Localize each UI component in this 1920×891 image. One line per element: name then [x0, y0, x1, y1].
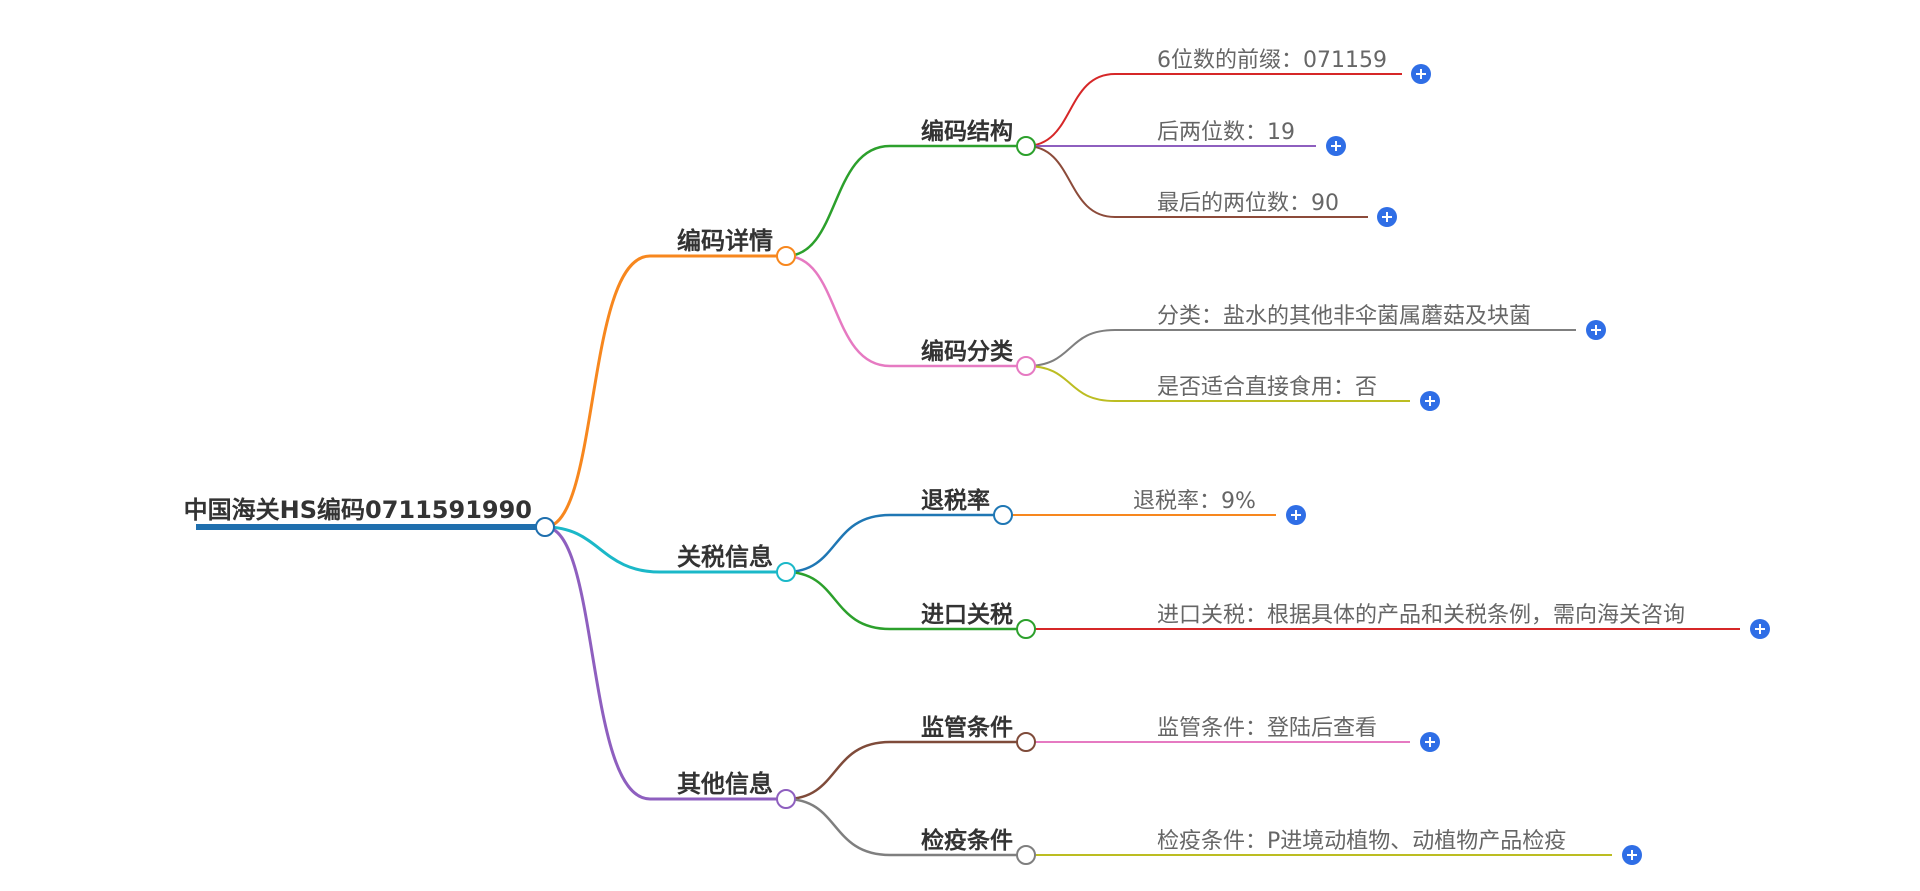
- leaf-label-prefix[interactable]: 6位数的前缀：071159: [1157, 48, 1387, 73]
- connector-root-details: [544, 254, 783, 529]
- root-collapse-icon[interactable]: [535, 517, 555, 537]
- connector-leaf-prefix: [1025, 73, 1402, 147]
- node-label-structure[interactable]: 编码结构: [921, 118, 1013, 145]
- node-label-category[interactable]: 编码分类: [921, 338, 1013, 365]
- plus-circle-icon[interactable]: [1420, 391, 1440, 411]
- leaf-label-last2[interactable]: 后两位数：19: [1157, 120, 1295, 145]
- plus-circle-icon[interactable]: [1622, 845, 1642, 865]
- import-collapse-icon[interactable]: [1016, 619, 1036, 639]
- node-label-tax[interactable]: 关税信息: [677, 543, 773, 571]
- leaf-label-quarantine[interactable]: 检疫条件：P进境动植物、动植物产品检疫: [1157, 829, 1566, 854]
- node-label-quarantine[interactable]: 检疫条件: [921, 827, 1013, 854]
- details-collapse-icon[interactable]: [776, 246, 796, 266]
- plus-circle-icon[interactable]: [1326, 136, 1346, 156]
- plus-circle-icon[interactable]: [1411, 64, 1431, 84]
- node-label-import[interactable]: 进口关税: [921, 601, 1013, 628]
- rebate-collapse-icon[interactable]: [993, 505, 1013, 525]
- root-label[interactable]: 中国海关HS编码0711591990: [184, 496, 532, 524]
- plus-circle-icon[interactable]: [1286, 505, 1306, 525]
- structure-collapse-icon[interactable]: [1016, 136, 1036, 156]
- connector-other-supervision: [785, 740, 1023, 801]
- connector-leaf-classification: [1025, 329, 1576, 367]
- node-label-rebate[interactable]: 退税率: [921, 487, 990, 514]
- leaf-label-import[interactable]: 进口关税：根据具体的产品和关税条例，需向海关咨询: [1157, 603, 1685, 628]
- node-label-supervision[interactable]: 监管条件: [921, 714, 1013, 741]
- node-label-other[interactable]: 其他信息: [677, 770, 773, 798]
- connector-root-other: [544, 525, 783, 801]
- connector-details-structure: [785, 144, 1023, 258]
- connector-tax-rebate: [785, 513, 1000, 574]
- supervision-collapse-icon[interactable]: [1016, 732, 1036, 752]
- connector-tax-import: [785, 570, 1023, 631]
- leaf-label-supervision[interactable]: 监管条件：登陆后查看: [1157, 716, 1377, 741]
- plus-circle-icon[interactable]: [1750, 619, 1770, 639]
- connector-leaf-final2: [1025, 145, 1368, 218]
- connector-details-category: [785, 254, 1023, 368]
- connector-root-tax: [544, 525, 783, 574]
- quarantine-collapse-icon[interactable]: [1016, 845, 1036, 865]
- leaf-label-final2[interactable]: 最后的两位数：90: [1157, 191, 1339, 216]
- leaf-label-edible[interactable]: 是否适合直接食用：否: [1157, 375, 1377, 400]
- node-label-details[interactable]: 编码详情: [677, 227, 773, 255]
- leaf-label-rebate[interactable]: 退税率：9%: [1133, 489, 1256, 514]
- connector-other-quarantine: [785, 797, 1023, 857]
- plus-circle-icon[interactable]: [1377, 207, 1397, 227]
- connector-leaf-edible: [1025, 365, 1410, 402]
- plus-circle-icon[interactable]: [1586, 320, 1606, 340]
- other-collapse-icon[interactable]: [776, 789, 796, 809]
- tax-collapse-icon[interactable]: [776, 562, 796, 582]
- category-collapse-icon[interactable]: [1016, 356, 1036, 376]
- plus-circle-icon[interactable]: [1420, 732, 1440, 752]
- leaf-label-classification[interactable]: 分类：盐水的其他非伞菌属蘑菇及块菌: [1157, 304, 1531, 329]
